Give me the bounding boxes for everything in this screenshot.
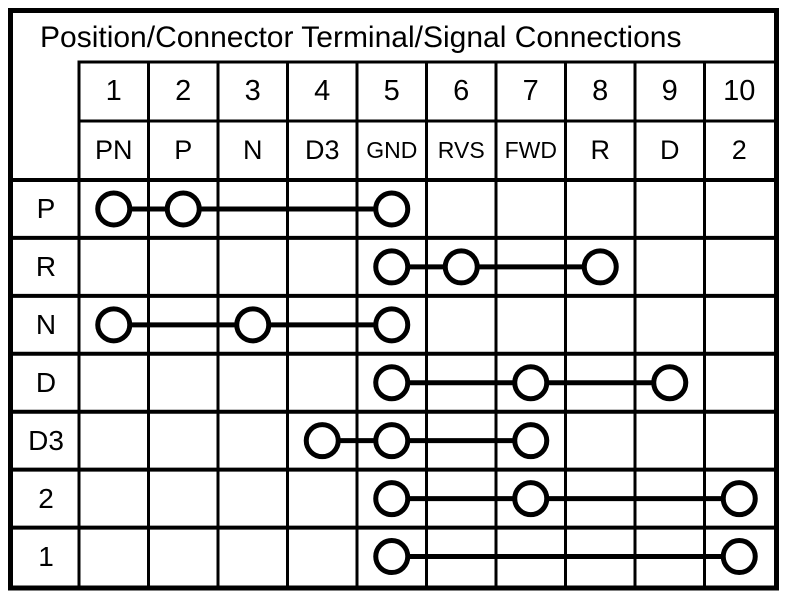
connection-node	[95, 190, 133, 228]
connection-node	[512, 422, 550, 460]
connection-node	[512, 480, 550, 518]
connection-node	[720, 538, 758, 576]
connection-node	[164, 190, 202, 228]
terminal-number-cell: 6	[453, 75, 470, 107]
terminal-signal-cell: D	[660, 135, 680, 165]
position-label-cell: D	[35, 366, 57, 398]
terminal-signal-cell: 2	[731, 135, 747, 165]
connection-node	[720, 480, 758, 518]
table-title: Position/Connector Terminal/Signal Conne…	[40, 20, 682, 54]
terminal-signal-cell: FWD	[504, 137, 557, 163]
terminal-signal-cell: PN	[94, 135, 133, 165]
connection-node	[581, 248, 619, 286]
terminal-number-cell: 1	[105, 75, 122, 107]
connection-node	[303, 422, 341, 460]
terminal-number-cell: 7	[522, 75, 539, 107]
position-label-cell: N	[35, 308, 57, 340]
terminal-signal-cell: RVS	[437, 137, 485, 163]
terminal-number-cell: 5	[383, 75, 400, 107]
position-label-cell: 1	[38, 540, 54, 572]
terminal-number-cell: 8	[592, 75, 609, 107]
terminal-signal-cell: N	[243, 135, 263, 165]
terminal-signal-cell: R	[590, 135, 611, 165]
connection-node	[373, 306, 411, 344]
connection-node	[373, 190, 411, 228]
terminal-number-cell: 2	[175, 75, 192, 107]
terminal-number-cell: 9	[661, 75, 678, 107]
terminal-signal-cell: GND	[366, 137, 418, 163]
connection-node	[373, 422, 411, 460]
position-label-cell: 2	[38, 482, 54, 514]
terminal-signal-cell: P	[174, 135, 193, 165]
connection-node	[373, 248, 411, 286]
connection-node	[512, 364, 550, 402]
position-label-cell: D3	[28, 424, 64, 456]
connection-node	[373, 364, 411, 402]
table-outer-border	[8, 8, 779, 591]
connection-node	[234, 306, 272, 344]
connection-node	[95, 306, 133, 344]
terminal-number-cell: 10	[723, 75, 756, 107]
connection-node	[373, 538, 411, 576]
connection-node	[373, 480, 411, 518]
position-label-cell: P	[36, 192, 56, 224]
terminal-signal-cell: D3	[304, 135, 340, 165]
connection-node	[442, 248, 480, 286]
terminal-number-cell: 3	[244, 75, 261, 107]
position-label-cell: R	[35, 250, 57, 282]
connection-node	[651, 364, 689, 402]
terminal-number-cell: 4	[314, 75, 331, 107]
